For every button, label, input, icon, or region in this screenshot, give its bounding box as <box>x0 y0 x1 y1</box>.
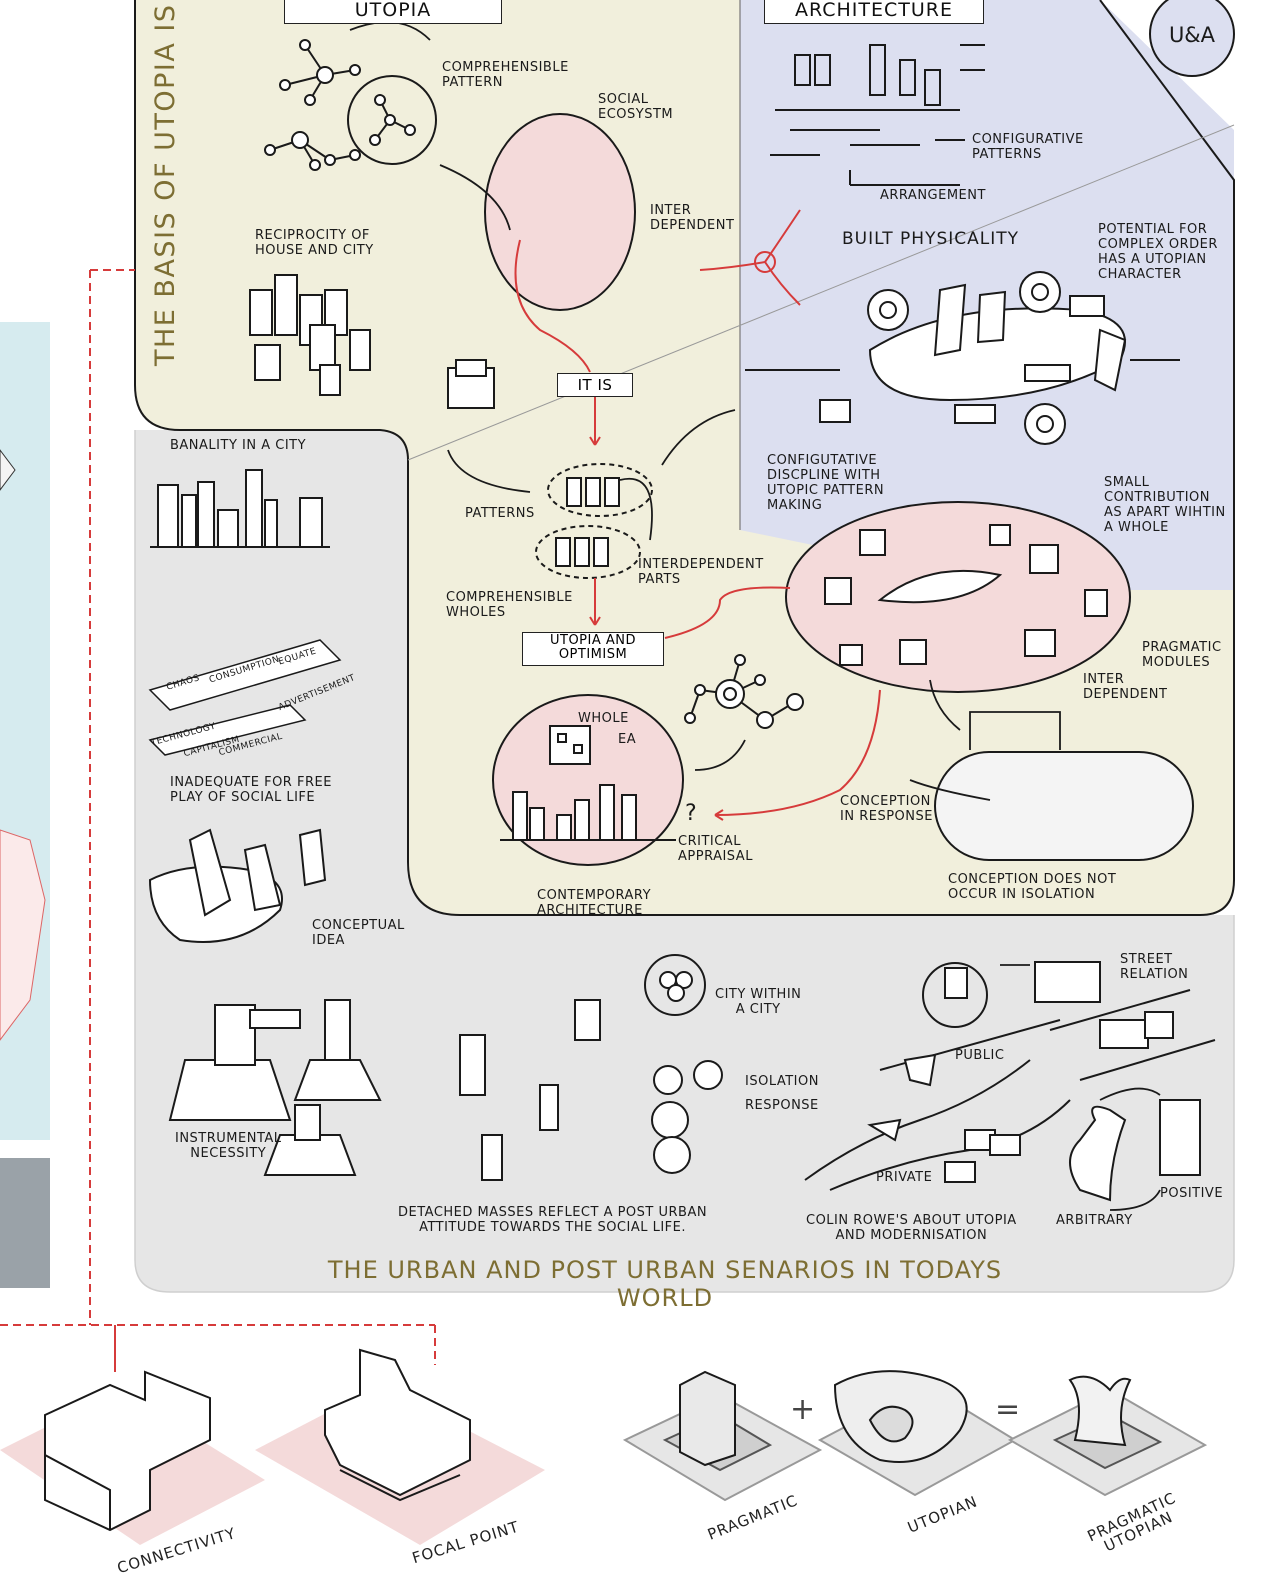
label-question: ? <box>685 801 698 826</box>
label-public: PUBLIC <box>955 1048 1005 1063</box>
label-inadequate: INADEQUATE FOR FREE PLAY OF SOCIAL LIFE <box>170 775 332 805</box>
ua-badge-circle <box>1149 0 1235 77</box>
ua-badge: U&A <box>1168 23 1216 47</box>
label-pragmatic-modules: PRAGMATIC MODULES <box>1142 640 1222 670</box>
utopia-header: UTOPIA <box>284 0 502 24</box>
network-diagram <box>264 39 437 171</box>
label-built-physicality: BUILT PHYSICALITY <box>842 229 1020 249</box>
label-social-ecosystem: SOCIAL ECOSYSTM <box>598 92 674 122</box>
label-conception-response: CONCEPTION IN RESPONSE <box>840 794 933 824</box>
detached-masses-drawing <box>459 954 723 1181</box>
label-arrangement: ARRANGEMENT <box>880 188 986 203</box>
label-reciprocity: RECIPROCITY OF HOUSE AND CITY <box>255 228 374 258</box>
label-potential: POTENTIAL FOR COMPLEX ORDER HAS A UTOPIA… <box>1098 222 1218 282</box>
label-inter-dependent-mid: INTER DEPENDENT <box>1083 672 1168 702</box>
label-detached: DETACHED MASSES REFLECT A POST URBAN ATT… <box>398 1205 708 1235</box>
architecture-header: ARCHITECTURE <box>764 0 984 24</box>
label-contemporary: CONTEMPORARY ARCHITECTURE <box>537 888 652 918</box>
social-ecosystem-ellipse <box>484 113 636 311</box>
label-city-within: CITY WITHIN A CITY <box>715 987 802 1017</box>
label-colin-rowe: COLIN ROWE'S ABOUT UTOPIA AND MODERNISAT… <box>806 1213 1017 1243</box>
small-network <box>684 654 804 729</box>
configurative-patterns <box>770 44 985 186</box>
gray-panel <box>135 430 1234 1292</box>
label-conceptual-idea: CONCEPTUAL IDEA <box>312 918 405 948</box>
label-banality: BANALITY IN A CITY <box>170 438 307 453</box>
connectivity-diagram <box>0 1370 265 1545</box>
label-configurative-patterns: CONFIGURATIVE PATTERNS <box>972 132 1084 162</box>
left-city-photo <box>0 1158 50 1288</box>
label-arbitrary: ARBITRARY <box>1056 1213 1133 1228</box>
label-conception-isolation: CONCEPTION DOES NOT OCCUR IN ISOLATION <box>948 872 1117 902</box>
conceptual-idea-drawing <box>148 828 327 943</box>
label-small-contribution: SMALL CONTRIBUTION AS APART WIHTIN A WHO… <box>1104 475 1226 535</box>
utopian-diagram <box>817 1370 1017 1497</box>
red-connectors <box>0 209 881 1372</box>
pragmatic-modules-drawing <box>824 524 1108 666</box>
equals-sign: = <box>995 1392 1021 1427</box>
label-critical-appraisal: CRITICAL APPRAISAL <box>678 834 753 864</box>
patterns-stack <box>535 463 653 579</box>
label-interdependent-parts: INTERDEPENDENT PARTS <box>638 557 764 587</box>
public-private-drawing <box>804 1053 1201 1202</box>
label-isolation: ISOLATION <box>745 1074 819 1089</box>
focal-point-diagram <box>255 1348 545 1545</box>
label-configutative: CONFIGUTATIVE DISCPLINE WITH UTOPIC PATT… <box>767 453 885 513</box>
label-positive: POSITIVE <box>1160 1186 1224 1201</box>
label-whole: WHOLE <box>578 711 629 726</box>
pragmatic-utopian-diagram <box>1007 1375 1208 1497</box>
label-inter-dependent-top: INTER DEPENDENT <box>650 203 735 233</box>
built-physicality-drawing <box>745 271 1180 445</box>
label-response: RESPONSE <box>745 1098 819 1113</box>
utopia-optimism-box: UTOPIA AND OPTIMISM <box>522 632 664 666</box>
plus-sign: + <box>790 1392 816 1427</box>
label-street-relation: STREET RELATION <box>1120 952 1189 982</box>
instrumental-necessity-drawing <box>168 999 382 1176</box>
bottom-title: THE URBAN AND POST URBAN SENARIOS IN TOD… <box>327 1256 1003 1312</box>
street-relation-drawing <box>879 961 1216 1081</box>
house-city-blocks <box>249 274 495 409</box>
pragmatic-diagram <box>622 1370 823 1502</box>
vertical-title: THE BASIS OF UTOPIA IS SOCIAL INCLUSION <box>150 0 181 366</box>
flow-arrows <box>349 21 1161 1211</box>
label-instrumental: INSTRUMENTAL NECESSITY <box>175 1131 282 1161</box>
it-is-box: IT IS <box>557 373 633 397</box>
label-ea: EA <box>618 732 637 747</box>
banner-tags <box>148 639 342 756</box>
label-patterns: PATTERNS <box>465 506 535 521</box>
label-comprehensible-pattern: COMPREHENSIBLE PATTERN <box>442 60 569 90</box>
conception-capsule <box>934 751 1194 861</box>
label-comprehensible-wholes: COMPREHENSIBLE WHOLES <box>446 590 573 620</box>
contemporary-architecture-drawing <box>500 725 676 841</box>
banality-skyline <box>150 469 330 548</box>
label-private: PRIVATE <box>876 1170 933 1185</box>
